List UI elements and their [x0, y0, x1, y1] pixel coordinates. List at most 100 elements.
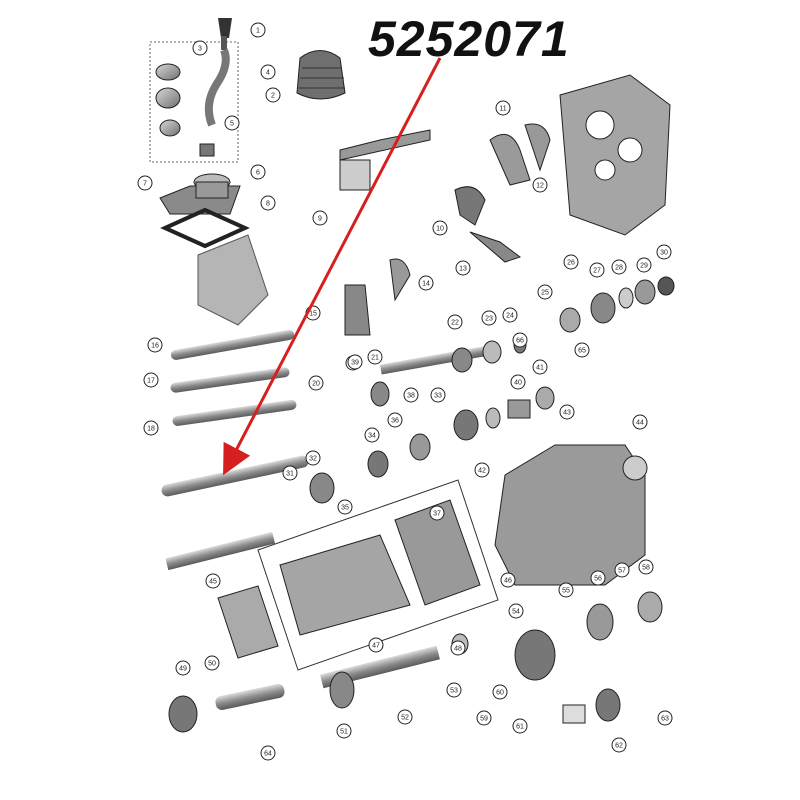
callout-circle: [224, 115, 240, 131]
callout-number: 51: [340, 729, 348, 736]
callout-circle: [638, 559, 654, 575]
callout-circle: [502, 307, 518, 323]
callout-circle: [574, 342, 590, 358]
callout-circle: [495, 100, 511, 116]
callout-circle: [508, 603, 524, 619]
callout-circle: [204, 655, 220, 671]
callout-number: 8: [266, 201, 270, 208]
callout-circle: [532, 177, 548, 193]
callout-number: 5: [230, 121, 234, 128]
callout-number: 25: [541, 290, 549, 297]
callout-number: 43: [563, 410, 571, 417]
callout-circle: [510, 374, 526, 390]
callout-circle: [368, 637, 384, 653]
callout-circle: [474, 462, 490, 478]
callout-number: 2: [271, 93, 275, 100]
callout-circle: [636, 257, 652, 273]
callout-circle: [455, 260, 471, 276]
callout-number: 33: [434, 393, 442, 400]
callout-number: 7: [143, 181, 147, 188]
callout-circle: [532, 359, 548, 375]
callout-number: 26: [567, 260, 575, 267]
callout-number: 48: [454, 646, 462, 653]
callout-circle: [312, 210, 328, 226]
callout-number: 27: [593, 268, 601, 275]
callout-number: 15: [309, 311, 317, 318]
callout-circle: [250, 22, 266, 38]
callout-number: 3: [198, 46, 202, 53]
callout-number: 39: [351, 360, 359, 367]
pointer-arrow: [223, 57, 442, 476]
callout-circle: [500, 572, 516, 588]
callout-number: 12: [536, 183, 544, 190]
callout-number: 30: [660, 250, 668, 257]
part-number-label: 5252071: [368, 11, 570, 67]
callout-circle: [611, 737, 627, 753]
callout-number: 65: [578, 348, 586, 355]
shift-tower: [159, 173, 269, 326]
callout-number: 47: [372, 643, 380, 650]
transmission-case: [257, 444, 648, 671]
callout-number: 46: [504, 578, 512, 585]
callout-circle: [429, 505, 445, 521]
callout-circle: [364, 427, 380, 443]
callout-circle: [632, 414, 648, 430]
callout-number: 20: [312, 381, 320, 388]
callout-circle: [192, 40, 208, 56]
callout-number: 6: [256, 170, 260, 177]
callout-circle: [537, 284, 553, 300]
callout-circle: [418, 275, 434, 291]
callout-circle: [305, 450, 321, 466]
shift-rails: [161, 329, 309, 497]
callout-circle: [447, 314, 463, 330]
callout-circle: [265, 87, 281, 103]
callout-number: 50: [208, 661, 216, 668]
callout-circle: [367, 349, 383, 365]
callout-circle: [250, 164, 266, 180]
callout-number: 44: [636, 420, 644, 427]
callout-circle: [611, 259, 627, 275]
callout-number: 45: [209, 579, 217, 586]
callout-number: 29: [640, 263, 648, 270]
callout-number: 1: [256, 28, 260, 35]
callout-number: 22: [451, 320, 459, 327]
callout-number: 10: [436, 226, 444, 233]
callout-number: 59: [480, 716, 488, 723]
callout-circle: [282, 465, 298, 481]
countershaft-assembly: [165, 531, 663, 733]
callout-number: 17: [147, 378, 155, 385]
callout-number: 35: [341, 505, 349, 512]
adapter-plate: [559, 74, 671, 236]
callout-number: 61: [516, 724, 524, 731]
callout-number: 38: [407, 393, 415, 400]
callout-circle: [430, 387, 446, 403]
callout-number: 31: [286, 471, 294, 478]
callout-number: 49: [179, 666, 187, 673]
callout-number: 40: [514, 380, 522, 387]
callout-circle: [260, 195, 276, 211]
callout-number: 14: [422, 281, 430, 288]
callout-number: 24: [506, 313, 514, 320]
shift-boot: [296, 50, 346, 100]
callout-number: 18: [147, 426, 155, 433]
callout-number: 13: [459, 266, 467, 273]
callout-number: 11: [499, 106, 506, 113]
callout-circle: [590, 570, 606, 586]
callout-number: 34: [368, 433, 376, 440]
callout-number: 23: [485, 316, 493, 323]
callout-number: 62: [615, 743, 623, 750]
callout-circle: [476, 710, 492, 726]
callout-number: 37: [433, 511, 441, 518]
callout-number: 41: [536, 365, 544, 372]
callout-number: 16: [151, 343, 159, 350]
callout-circle: [558, 582, 574, 598]
callout-number: 28: [615, 265, 623, 272]
callout-number: 54: [512, 609, 520, 616]
callout-circle: [481, 310, 497, 326]
callout-number: 57: [618, 568, 626, 575]
callout-circle: [308, 375, 324, 391]
callout-circle: [450, 640, 466, 656]
callout-circle: [260, 745, 276, 761]
callout-number: 58: [642, 565, 650, 572]
